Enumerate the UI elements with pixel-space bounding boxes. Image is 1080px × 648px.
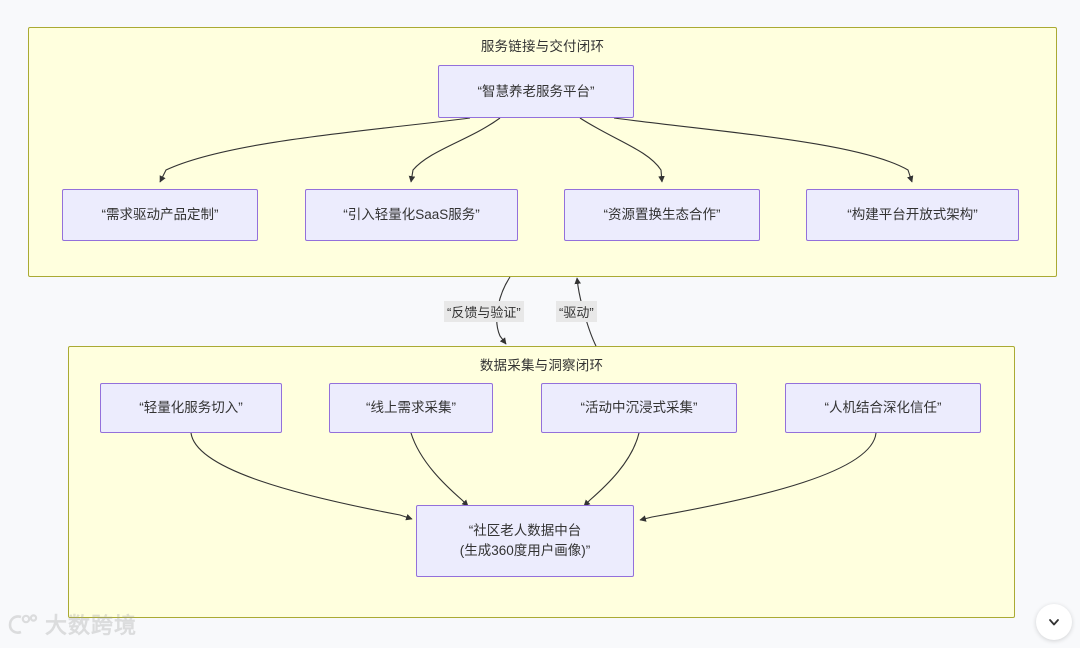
node-human-machine-trust[interactable]: “人机结合深化信任” bbox=[785, 383, 981, 433]
node-label: “引入轻量化SaaS服务” bbox=[343, 207, 480, 223]
watermark-logo-icon bbox=[8, 614, 38, 634]
subgraph-title-service-loop: 服务链接与交付闭环 bbox=[480, 39, 605, 54]
node-label: “线上需求采集” bbox=[366, 400, 456, 416]
scroll-down-button[interactable] bbox=[1036, 604, 1072, 640]
edge-label-feedback: “反馈与验证” bbox=[444, 301, 524, 322]
node-label: “资源置换生态合作” bbox=[603, 207, 721, 223]
chevron-down-icon bbox=[1049, 619, 1059, 626]
node-label: “活动中沉浸式采集” bbox=[580, 400, 698, 416]
node-smart-elderly-service-platform[interactable]: “智慧养老服务平台” bbox=[438, 65, 634, 118]
node-community-elderly-data-hub[interactable]: “社区老人数据中台 (生成360度用户画像)” bbox=[416, 505, 634, 577]
node-lightweight-saas[interactable]: “引入轻量化SaaS服务” bbox=[305, 189, 518, 241]
node-label: “智慧养老服务平台” bbox=[477, 83, 595, 99]
node-resource-exchange-ecosystem[interactable]: “资源置换生态合作” bbox=[564, 189, 760, 241]
edge-label-drive: “驱动” bbox=[556, 301, 597, 322]
watermark-text: 大数跨境 bbox=[45, 613, 138, 638]
node-online-demand-collection[interactable]: “线上需求采集” bbox=[329, 383, 493, 433]
node-label-line-1: “社区老人数据中台 bbox=[468, 523, 582, 539]
node-label: “需求驱动产品定制” bbox=[101, 207, 219, 223]
node-label: “轻量化服务切入” bbox=[139, 400, 243, 416]
subgraph-title-data-loop: 数据采集与洞察闭环 bbox=[479, 358, 604, 373]
watermark: 大数跨境 bbox=[8, 608, 137, 640]
node-label-line-2: (生成360度用户画像)” bbox=[459, 543, 591, 558]
node-immersive-activity-collection[interactable]: “活动中沉浸式采集” bbox=[541, 383, 737, 433]
node-open-platform-architecture[interactable]: “构建平台开放式架构” bbox=[806, 189, 1019, 241]
node-demand-driven-customization[interactable]: “需求驱动产品定制” bbox=[62, 189, 258, 241]
node-label: “人机结合深化信任” bbox=[824, 400, 942, 416]
node-label: “构建平台开放式架构” bbox=[847, 207, 978, 223]
node-lightweight-service-entry[interactable]: “轻量化服务切入” bbox=[100, 383, 282, 433]
